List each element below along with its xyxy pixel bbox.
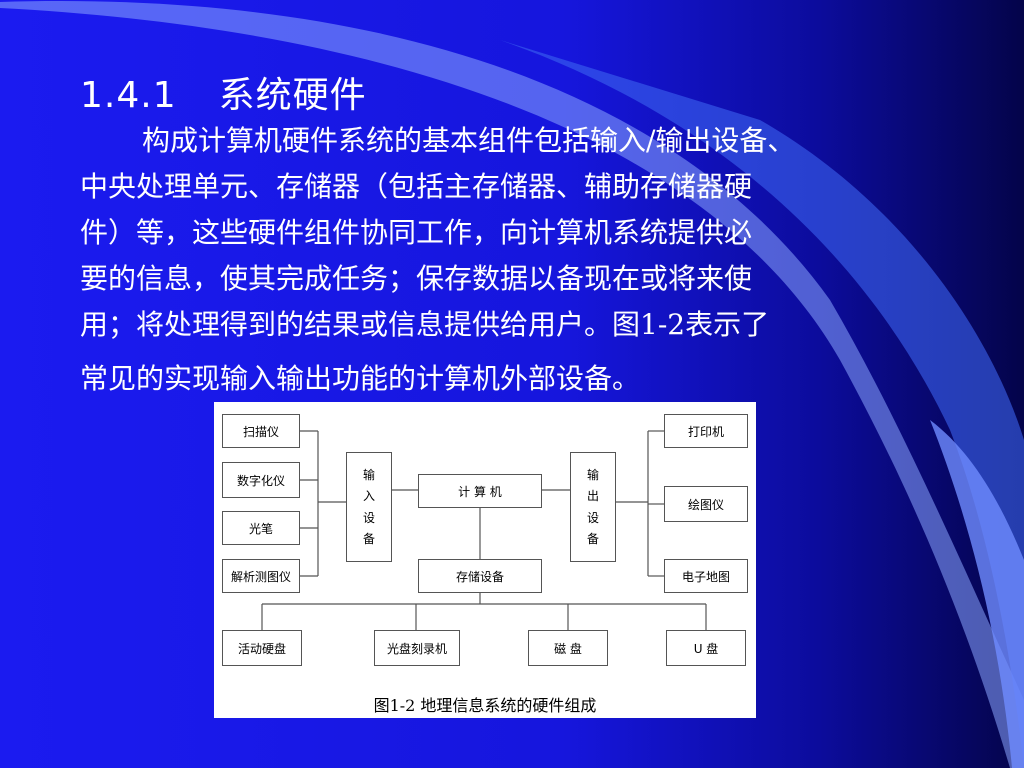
body-paragraph: 构成计算机硬件系统的基本组件包括输入/输出设备、 中央处理单元、存储器（包括主存… xyxy=(80,118,930,402)
paragraph-line: 要的信息，使其完成任务；保存数据以备现在或将来使 xyxy=(80,262,753,295)
cd-burner-box: 光盘刻录机 xyxy=(374,630,460,666)
paragraph-line: 用；将处理得到的结果或信息提供给用户。图1-2表示了 xyxy=(80,308,770,341)
light-pen-box: 光笔 xyxy=(222,511,300,545)
digitizer-box: 数字化仪 xyxy=(222,462,300,498)
figure-caption: 图1-2 地理信息系统的硬件组成 xyxy=(373,696,597,715)
paragraph-line: 构成计算机硬件系统的基本组件包括输入/输出设备、 xyxy=(142,124,796,157)
plotter-box: 绘图仪 xyxy=(664,486,748,522)
storage-box: 存储设备 xyxy=(418,559,542,593)
printer-box: 打印机 xyxy=(664,414,748,448)
heading-title: 系统硬件 xyxy=(218,75,367,116)
heading-number: 1.4.1 xyxy=(80,75,177,116)
paragraph-line: 常见的实现输入输出功能的计算机外部设备。 xyxy=(80,362,641,395)
usb-disk-box: U 盘 xyxy=(666,630,746,666)
hardware-diagram: 扫描仪 数字化仪 光笔 解析测图仪 输 入 设 备 计 算 机 输 出 设 备 … xyxy=(214,402,756,718)
analytical-plotter-box: 解析测图仪 xyxy=(222,559,300,593)
input-devices-box: 输 入 设 备 xyxy=(346,452,392,562)
computer-box: 计 算 机 xyxy=(418,474,542,508)
output-devices-box: 输 出 设 备 xyxy=(570,452,616,562)
disk-box: 磁 盘 xyxy=(528,630,608,666)
paragraph-line: 中央处理单元、存储器（包括主存储器、辅助存储器硬 xyxy=(80,170,753,203)
diagram-connectors xyxy=(261,430,707,630)
paragraph-line: 件）等，这些硬件组件协同工作，向计算机系统提供必 xyxy=(80,216,753,249)
scanner-box: 扫描仪 xyxy=(222,414,300,448)
electronic-map-box: 电子地图 xyxy=(664,559,748,593)
removable-disk-box: 活动硬盘 xyxy=(222,630,302,666)
slide-heading: 1.4.1 系统硬件 xyxy=(80,66,367,118)
